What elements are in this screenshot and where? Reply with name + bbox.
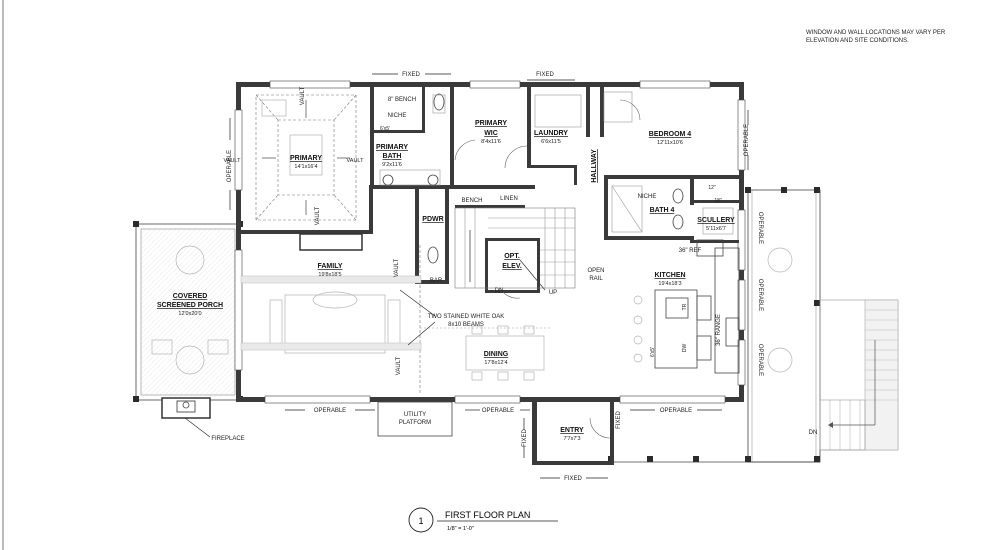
- room-entry-dims: 7'7x7'3: [563, 436, 580, 442]
- beams-leader-2: [407, 321, 436, 346]
- fixed-label-top-left: FIXED: [402, 72, 420, 78]
- bench-8in-label: 8" BENCH: [388, 97, 416, 103]
- room-pdwr-name: PDWR: [422, 216, 443, 223]
- title-block: 1 FIRST FLOOR PLAN 1/8" = 1'-0": [408, 507, 558, 533]
- open-rail-label-1: OPEN: [587, 268, 604, 274]
- room-laundry-dims: 6'6x11'5: [541, 139, 561, 145]
- fireplace-leader: [184, 417, 211, 438]
- dn-label-stair: DN: [495, 288, 504, 294]
- title-text: FIRST FLOOR PLAN: [445, 510, 530, 520]
- title-number: 1: [418, 516, 423, 526]
- interior-stair: [454, 207, 576, 291]
- room-primary-name: PRIMARY: [290, 155, 322, 162]
- fireplace-label: FIREPLACE: [211, 436, 244, 442]
- general-note-line-1: WINDOW AND WALL LOCATIONS MAY VARY PER: [806, 30, 946, 36]
- room-bath4-name: BATH 4: [650, 207, 675, 214]
- open-rail-label-2: RAIL: [589, 276, 603, 282]
- vault-label-top: VAULT: [300, 86, 306, 105]
- fixed-label-top: FIXED: [536, 72, 554, 78]
- trash-label: TR: [682, 303, 688, 310]
- operable-label-dining: OPERABLE: [482, 408, 514, 414]
- linen-label: LINEN: [500, 196, 518, 202]
- range-label: 36" RANGE: [716, 314, 722, 346]
- vault-label-right: VAULT: [347, 158, 365, 164]
- room-kitchen-name: KITCHEN: [654, 272, 685, 279]
- room-porch-name-2: SCREENED PORCH: [157, 302, 223, 309]
- room-family-name: FAMILY: [317, 263, 342, 270]
- rear-deck: [600, 187, 899, 463]
- up-label-stair: UP: [549, 290, 557, 296]
- primary-vault-lines: [255, 94, 357, 221]
- room-primary-wic-name-2: WIC: [484, 130, 498, 137]
- bench-label: BENCH: [461, 198, 482, 204]
- title-scale: 1/8" = 1'-0": [447, 526, 474, 532]
- bar-label: BAR: [430, 278, 443, 284]
- operable-label-scullery: OPERABLE: [757, 212, 763, 244]
- vault-label-left: VAULT: [224, 158, 242, 164]
- niche-label-bath4: NICHE: [638, 194, 657, 200]
- room-porch-dims: 12'0x20'0: [178, 311, 201, 317]
- vault-label-family-bottom: VAULT: [396, 356, 402, 375]
- room-entry-name: ENTRY: [560, 427, 584, 434]
- room-kitchen-dims: 19'4x18'3: [658, 281, 681, 287]
- operable-label-kitchen-bottom: OPERABLE: [660, 408, 692, 414]
- operable-label-kitchen: OPERABLE: [757, 279, 763, 311]
- operable-label-family: OPERABLE: [314, 408, 346, 414]
- vault-label-family-top: VAULT: [394, 258, 400, 277]
- utility-platform-outline: [377, 401, 453, 437]
- dim-12in-label: 12": [708, 185, 716, 191]
- operable-label-bedroom4: OPERABLE: [744, 124, 750, 156]
- room-primary-bath-name-2: BATH: [383, 153, 402, 160]
- utility-platform-label-1: UTILITY: [404, 412, 426, 418]
- beams-label-1: TWO STAINED WHITE OAK: [428, 314, 505, 320]
- family-furniture: [240, 275, 422, 354]
- room-primary-bath-name-1: PRIMARY: [376, 144, 408, 151]
- room-hallway-name: HALLWAY: [591, 149, 598, 183]
- room-primary-wic-name-1: PRIMARY: [475, 120, 507, 127]
- dim-6x5-label: 6'x5': [380, 126, 390, 132]
- room-opt-elev-name-2: ELEV.: [502, 263, 522, 270]
- utility-platform-label-2: PLATFORM: [399, 420, 431, 426]
- room-opt-elev-name-1: OPT.: [504, 253, 520, 260]
- ref-label: 36" REF: [679, 248, 702, 254]
- dining-table: [419, 245, 550, 395]
- dim-18in-label: 18": [714, 198, 722, 204]
- fixed-label-entry-bottom: FIXED: [564, 476, 582, 482]
- covered-porch: [133, 221, 243, 419]
- room-bedroom4-dims: 12'11x10'6: [657, 140, 683, 146]
- room-family-dims: 19'8x18'5: [318, 272, 341, 278]
- niche-label: NICHE: [388, 113, 407, 119]
- room-primary-dims: 14'1x16'4: [294, 164, 317, 170]
- title-bubble: [408, 507, 434, 533]
- dn-label-deck: DN: [809, 430, 818, 436]
- vault-label-bottom: VAULT: [315, 206, 321, 225]
- room-primary-wic-dims: 8'4x11'6: [481, 139, 501, 145]
- bath-fixtures: [379, 91, 734, 264]
- window-callouts: [229, 73, 749, 479]
- room-primary-bath-dims: 9'2x11'6: [382, 162, 402, 168]
- room-bedroom4-name: BEDROOM 4: [649, 131, 692, 138]
- room-scullery-dims: 5'11x6'7: [706, 226, 726, 232]
- room-scullery-name: SCULLERY: [697, 217, 735, 224]
- exterior-walls: [234, 80, 746, 465]
- operable-label-left: OPERABLE: [227, 150, 233, 182]
- door-swings: [454, 99, 641, 439]
- kitchen-fixtures: [633, 239, 740, 374]
- room-porch-name-1: COVERED: [173, 293, 208, 300]
- general-note-line-2: ELEVATION AND SITE CONDITIONS.: [806, 38, 909, 44]
- beams-leader-1: [399, 289, 436, 317]
- room-dining-dims: 17'8x12'4: [484, 360, 507, 366]
- beams-label-2: 8x10 BEAMS: [448, 322, 484, 328]
- room-laundry-name: LAUNDRY: [534, 130, 568, 137]
- interior-walls: [241, 87, 739, 293]
- fixed-label-entry-left: FIXED: [522, 429, 528, 447]
- dim-6x5-kitchen-label: 6'x5': [650, 347, 656, 357]
- operable-label-kitchen-2: OPERABLE: [757, 344, 763, 376]
- fixed-label-entry-right: FIXED: [616, 411, 622, 429]
- dishwasher-label: DW: [682, 344, 688, 353]
- room-dining-name: DINING: [484, 351, 509, 358]
